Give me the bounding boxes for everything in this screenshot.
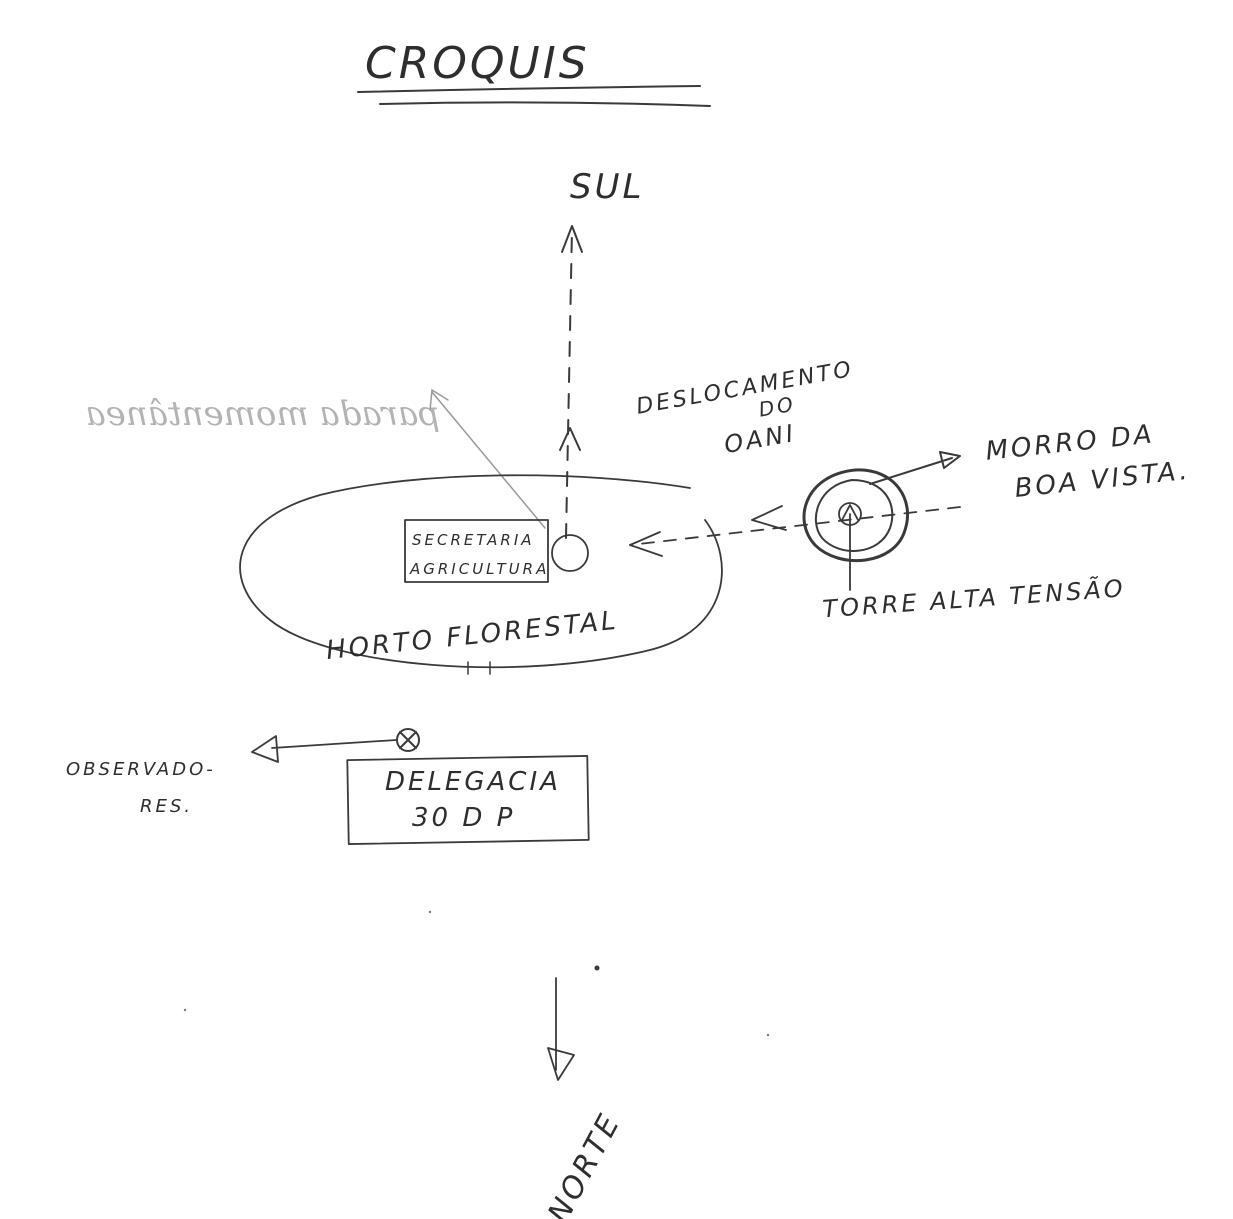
label-deslocamento-1: DESLOCAMENTO	[634, 357, 855, 420]
morro-boa-vista-inner	[814, 479, 894, 552]
label-observadores-1: OBSERVADO-	[66, 759, 216, 780]
observer-marker	[396, 728, 420, 752]
title-underline	[357, 85, 701, 93]
label-norte: NORTE	[541, 1107, 628, 1219]
speck	[594, 965, 600, 971]
observer-arrow-head	[251, 735, 279, 763]
label-horto-group: HORTO FLORESTAL	[325, 606, 620, 667]
morro-pointer-line	[869, 457, 953, 485]
label-torre-group: TORRE ALTA TENSÃO	[821, 572, 1126, 623]
arrow-head-sul	[561, 225, 583, 253]
morro-pointer-head	[939, 451, 961, 469]
label-deslocamento: DESLOCAMENTO DO OANI	[634, 357, 855, 459]
route-arrow-to-sul	[565, 227, 573, 539]
delegacia-box	[346, 755, 590, 845]
label-secretaria-2: AGRICULTURA	[409, 560, 549, 578]
route-tower-to-horto	[629, 506, 961, 546]
observer-arrow-line	[271, 739, 397, 749]
horto-florestal-boundary	[239, 474, 723, 669]
title: CROQUIS	[365, 38, 590, 89]
title-underline-2	[379, 101, 711, 107]
arrow-head-mid	[559, 427, 581, 451]
label-horto: HORTO FLORESTAL	[325, 606, 620, 667]
speck	[183, 1008, 187, 1012]
secretaria-agricultura-box	[404, 519, 549, 583]
label-deslocamento-3: OANI	[722, 419, 798, 459]
horto-entrance-mark	[467, 661, 491, 675]
mirrored-note: parada momentânea	[85, 394, 440, 434]
norte-arrow-head	[547, 1047, 575, 1081]
label-secretaria-1: SECRETARIA	[412, 531, 535, 549]
label-morro-1: MORRO DA	[984, 419, 1156, 467]
arrow-head-tower-2	[629, 531, 663, 557]
note-pointer-line	[431, 391, 546, 529]
arrow-head-tower-1	[751, 505, 787, 531]
label-norte-group: NORTE	[541, 1107, 628, 1219]
oani-position-circle	[551, 534, 589, 572]
morro-boa-vista-outer	[802, 468, 910, 563]
label-morro-group: MORRO DA BOA VISTA.	[984, 419, 1192, 504]
label-deslocamento-2: DO	[757, 392, 798, 422]
speck	[428, 910, 432, 914]
label-delegacia-2: 30 D P	[412, 803, 515, 833]
speck	[766, 1033, 770, 1037]
label-sul: SUL	[570, 167, 644, 207]
torre-pointer	[841, 504, 859, 591]
label-observadores-2: RES.	[140, 796, 193, 817]
label-morro-2: BOA VISTA.	[1013, 456, 1192, 504]
observer-marker-cross	[399, 731, 417, 749]
note-pointer-head	[429, 388, 449, 411]
label-torre: TORRE ALTA TENSÃO	[821, 572, 1126, 623]
label-delegacia-1: DELEGACIA	[385, 767, 561, 797]
